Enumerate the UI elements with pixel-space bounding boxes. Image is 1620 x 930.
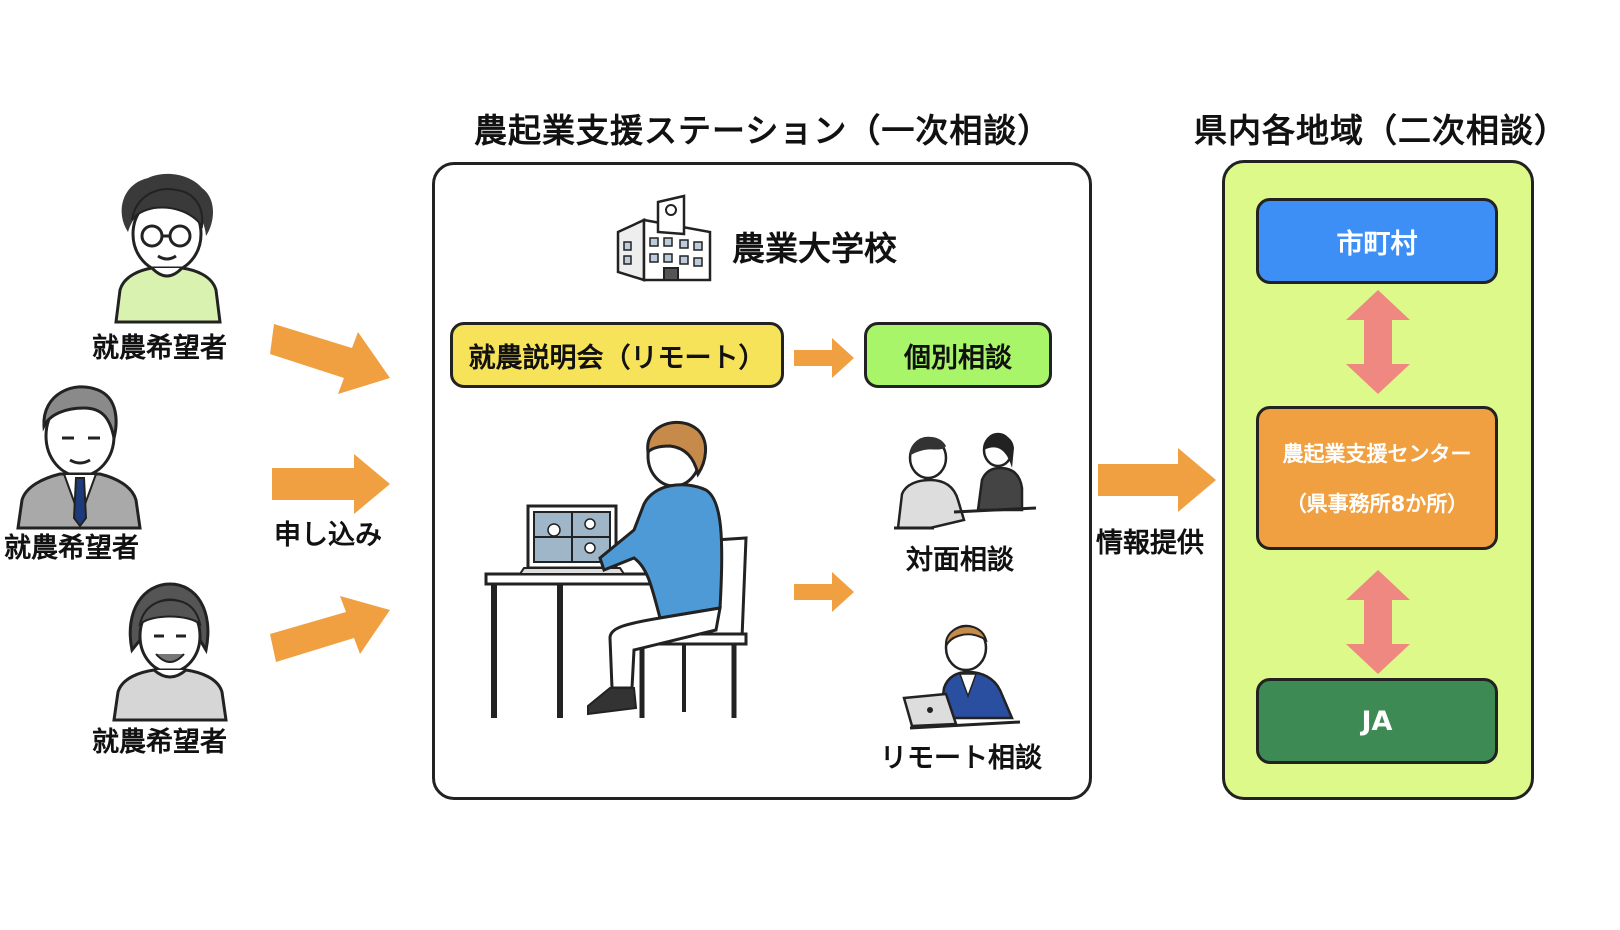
municipality-label: 市町村 xyxy=(1336,228,1418,260)
ja-box: JA xyxy=(1256,678,1498,764)
info-arrow xyxy=(1098,448,1216,512)
ja-label: JA xyxy=(1361,705,1393,737)
remote-viewer-illustration xyxy=(484,420,748,718)
apply-arrow-bottom xyxy=(270,596,390,662)
apply-label: 申し込み xyxy=(274,520,382,551)
school-building-icon xyxy=(616,194,712,282)
briefing-to-individual-arrow xyxy=(794,338,854,378)
applicant-3-illustration xyxy=(112,582,228,722)
applicant-2-illustration xyxy=(16,385,142,530)
double-arrow-lower xyxy=(1346,570,1410,674)
remote-consultation-label: リモート相談 xyxy=(880,743,1042,774)
applicant-2-label: 就農希望者 xyxy=(4,533,139,564)
applicant-1-illustration xyxy=(114,173,222,324)
center-sub-label: （県事務所8か所） xyxy=(1285,492,1469,516)
school-label: 農業大学校 xyxy=(732,229,897,268)
briefing-box: 就農説明会（リモート） xyxy=(450,322,784,388)
info-label: 情報提供 xyxy=(1096,528,1204,559)
center-box: 農起業支援センター （県事務所8か所） xyxy=(1256,406,1498,550)
remote-to-consult-arrow xyxy=(794,572,854,612)
apply-arrow-top xyxy=(270,324,390,394)
station-title: 農起業支援ステーション（一次相談） xyxy=(474,111,1052,150)
briefing-label: 就農説明会（リモート） xyxy=(468,342,766,374)
face-to-face-label: 対面相談 xyxy=(906,545,1014,576)
individual-label: 個別相談 xyxy=(904,342,1012,374)
applicant-1-label: 就農希望者 xyxy=(92,333,227,364)
municipality-box: 市町村 xyxy=(1256,198,1498,284)
applicant-3-label: 就農希望者 xyxy=(92,727,227,758)
face-to-face-illustration xyxy=(894,432,1037,530)
remote-consultation-illustration xyxy=(902,624,1021,730)
apply-arrow-middle xyxy=(272,454,390,514)
center-label: 農起業支援センター xyxy=(1282,442,1472,466)
individual-box: 個別相談 xyxy=(864,322,1052,388)
regional-title: 県内各地域（二次相談） xyxy=(1194,111,1568,150)
double-arrow-upper xyxy=(1346,290,1410,394)
